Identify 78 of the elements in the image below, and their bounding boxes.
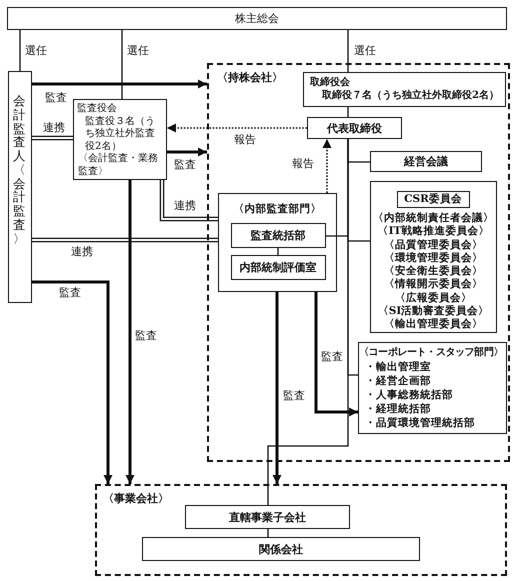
edge-label: 監査 (320, 350, 344, 363)
box-label: 代表取締役 (326, 122, 383, 135)
department-box (218, 193, 337, 292)
department-item: ・経理統括部 (364, 402, 432, 416)
company-box (185, 505, 350, 529)
edge-label: 連携 (70, 245, 94, 258)
connector-line (267, 139, 349, 505)
dashed-region (95, 484, 507, 576)
arrow (126, 180, 134, 484)
box-label: 関係会社 (258, 543, 304, 556)
committee-box (396, 190, 470, 208)
meeting-box (7, 7, 507, 30)
box-label: 直轄事業子会社 (228, 511, 307, 524)
box-label: 監査統括部 (250, 228, 306, 242)
arrow (314, 292, 358, 416)
company-box (142, 537, 420, 561)
box-label: 内部統制評価室 (238, 260, 318, 274)
meeting-box (370, 151, 482, 172)
edge-label: 報告 (291, 157, 315, 170)
box-label: CSR委員会 (403, 192, 463, 206)
department-item: ・輸出管理室 (364, 360, 432, 374)
edge-label: 報告 (233, 133, 257, 146)
department-box (358, 342, 507, 434)
connector-line (347, 107, 349, 117)
committee-item: 〈環境管理委員会〉 (383, 252, 484, 264)
department-item: ・人事総務統括部 (364, 388, 454, 402)
region-heading: 〈事業会社〉 (103, 492, 169, 505)
board-name: 取締役会 (310, 76, 351, 89)
committee-box (370, 181, 497, 333)
role-note: 〈会計監査・業務監査〉 (77, 153, 159, 178)
double-line (31, 136, 74, 140)
department-heading: 〈コーポレート・スタッフ部門〉 (359, 346, 504, 360)
edge-label: 選任 (353, 44, 377, 57)
edge-label: 監査 (58, 286, 82, 299)
edge-label: 監査 (282, 389, 306, 402)
edge-label: 監査 (173, 158, 197, 171)
department-item: ・品質環境管理統括部 (364, 416, 476, 430)
arrow (322, 139, 332, 193)
connector-line (19, 30, 21, 71)
edge-label: 連携 (173, 199, 197, 212)
double-line (31, 238, 219, 242)
auditor-name: 会計監査人〈会計監査〉 (13, 94, 26, 246)
board-box (303, 72, 506, 107)
committee-item: 〈安全衛生委員会〉 (383, 265, 484, 278)
department-heading: 〈内部監査部門〉 (232, 203, 322, 216)
member-note: 監査役３名（うち独立社外監査役2名） (84, 116, 156, 152)
executive-box (307, 117, 402, 139)
edge-label: 監査 (44, 91, 68, 104)
department-box (230, 254, 326, 280)
member-note: 取締役７名（うち独立社外取締役2名） (320, 89, 500, 102)
committee-item: 〈輸出管理委員会〉 (383, 318, 484, 332)
committee-item: 〈SI活動審査委員会〉 (376, 305, 490, 318)
arrow (167, 148, 207, 156)
committee-item: 〈情報開示委員会〉 (383, 278, 484, 292)
box-label: 経営会議 (402, 155, 449, 168)
edge-label: 連携 (42, 121, 66, 134)
committee-item: 〈品質管理委員会〉 (383, 238, 484, 252)
arrow (32, 80, 207, 88)
board-name: 監査役会 (77, 103, 118, 116)
region-heading: 〈持株会社〉 (217, 71, 283, 84)
double-line (160, 179, 219, 222)
edge-label: 選任 (126, 44, 150, 57)
connector-line (121, 30, 123, 99)
meeting-name: 株主総会 (234, 12, 280, 25)
auditor-box (8, 71, 32, 303)
edge-label: 選任 (24, 44, 48, 57)
board-box (73, 99, 167, 180)
department-item: ・経営企画部 (364, 374, 432, 388)
committee-item: 〈IT戦略推進委員会〉 (376, 225, 490, 239)
dashed-region (207, 63, 510, 462)
edge-label: 監査 (134, 329, 158, 342)
committee-item: 〈広報委員会〉 (394, 292, 473, 304)
department-box (230, 222, 326, 248)
committee-item: 〈内部統制責任者会議〉 (372, 212, 495, 225)
arrow (272, 292, 282, 484)
arrow (167, 124, 307, 132)
connector-line (347, 30, 349, 72)
arrow (32, 280, 112, 484)
